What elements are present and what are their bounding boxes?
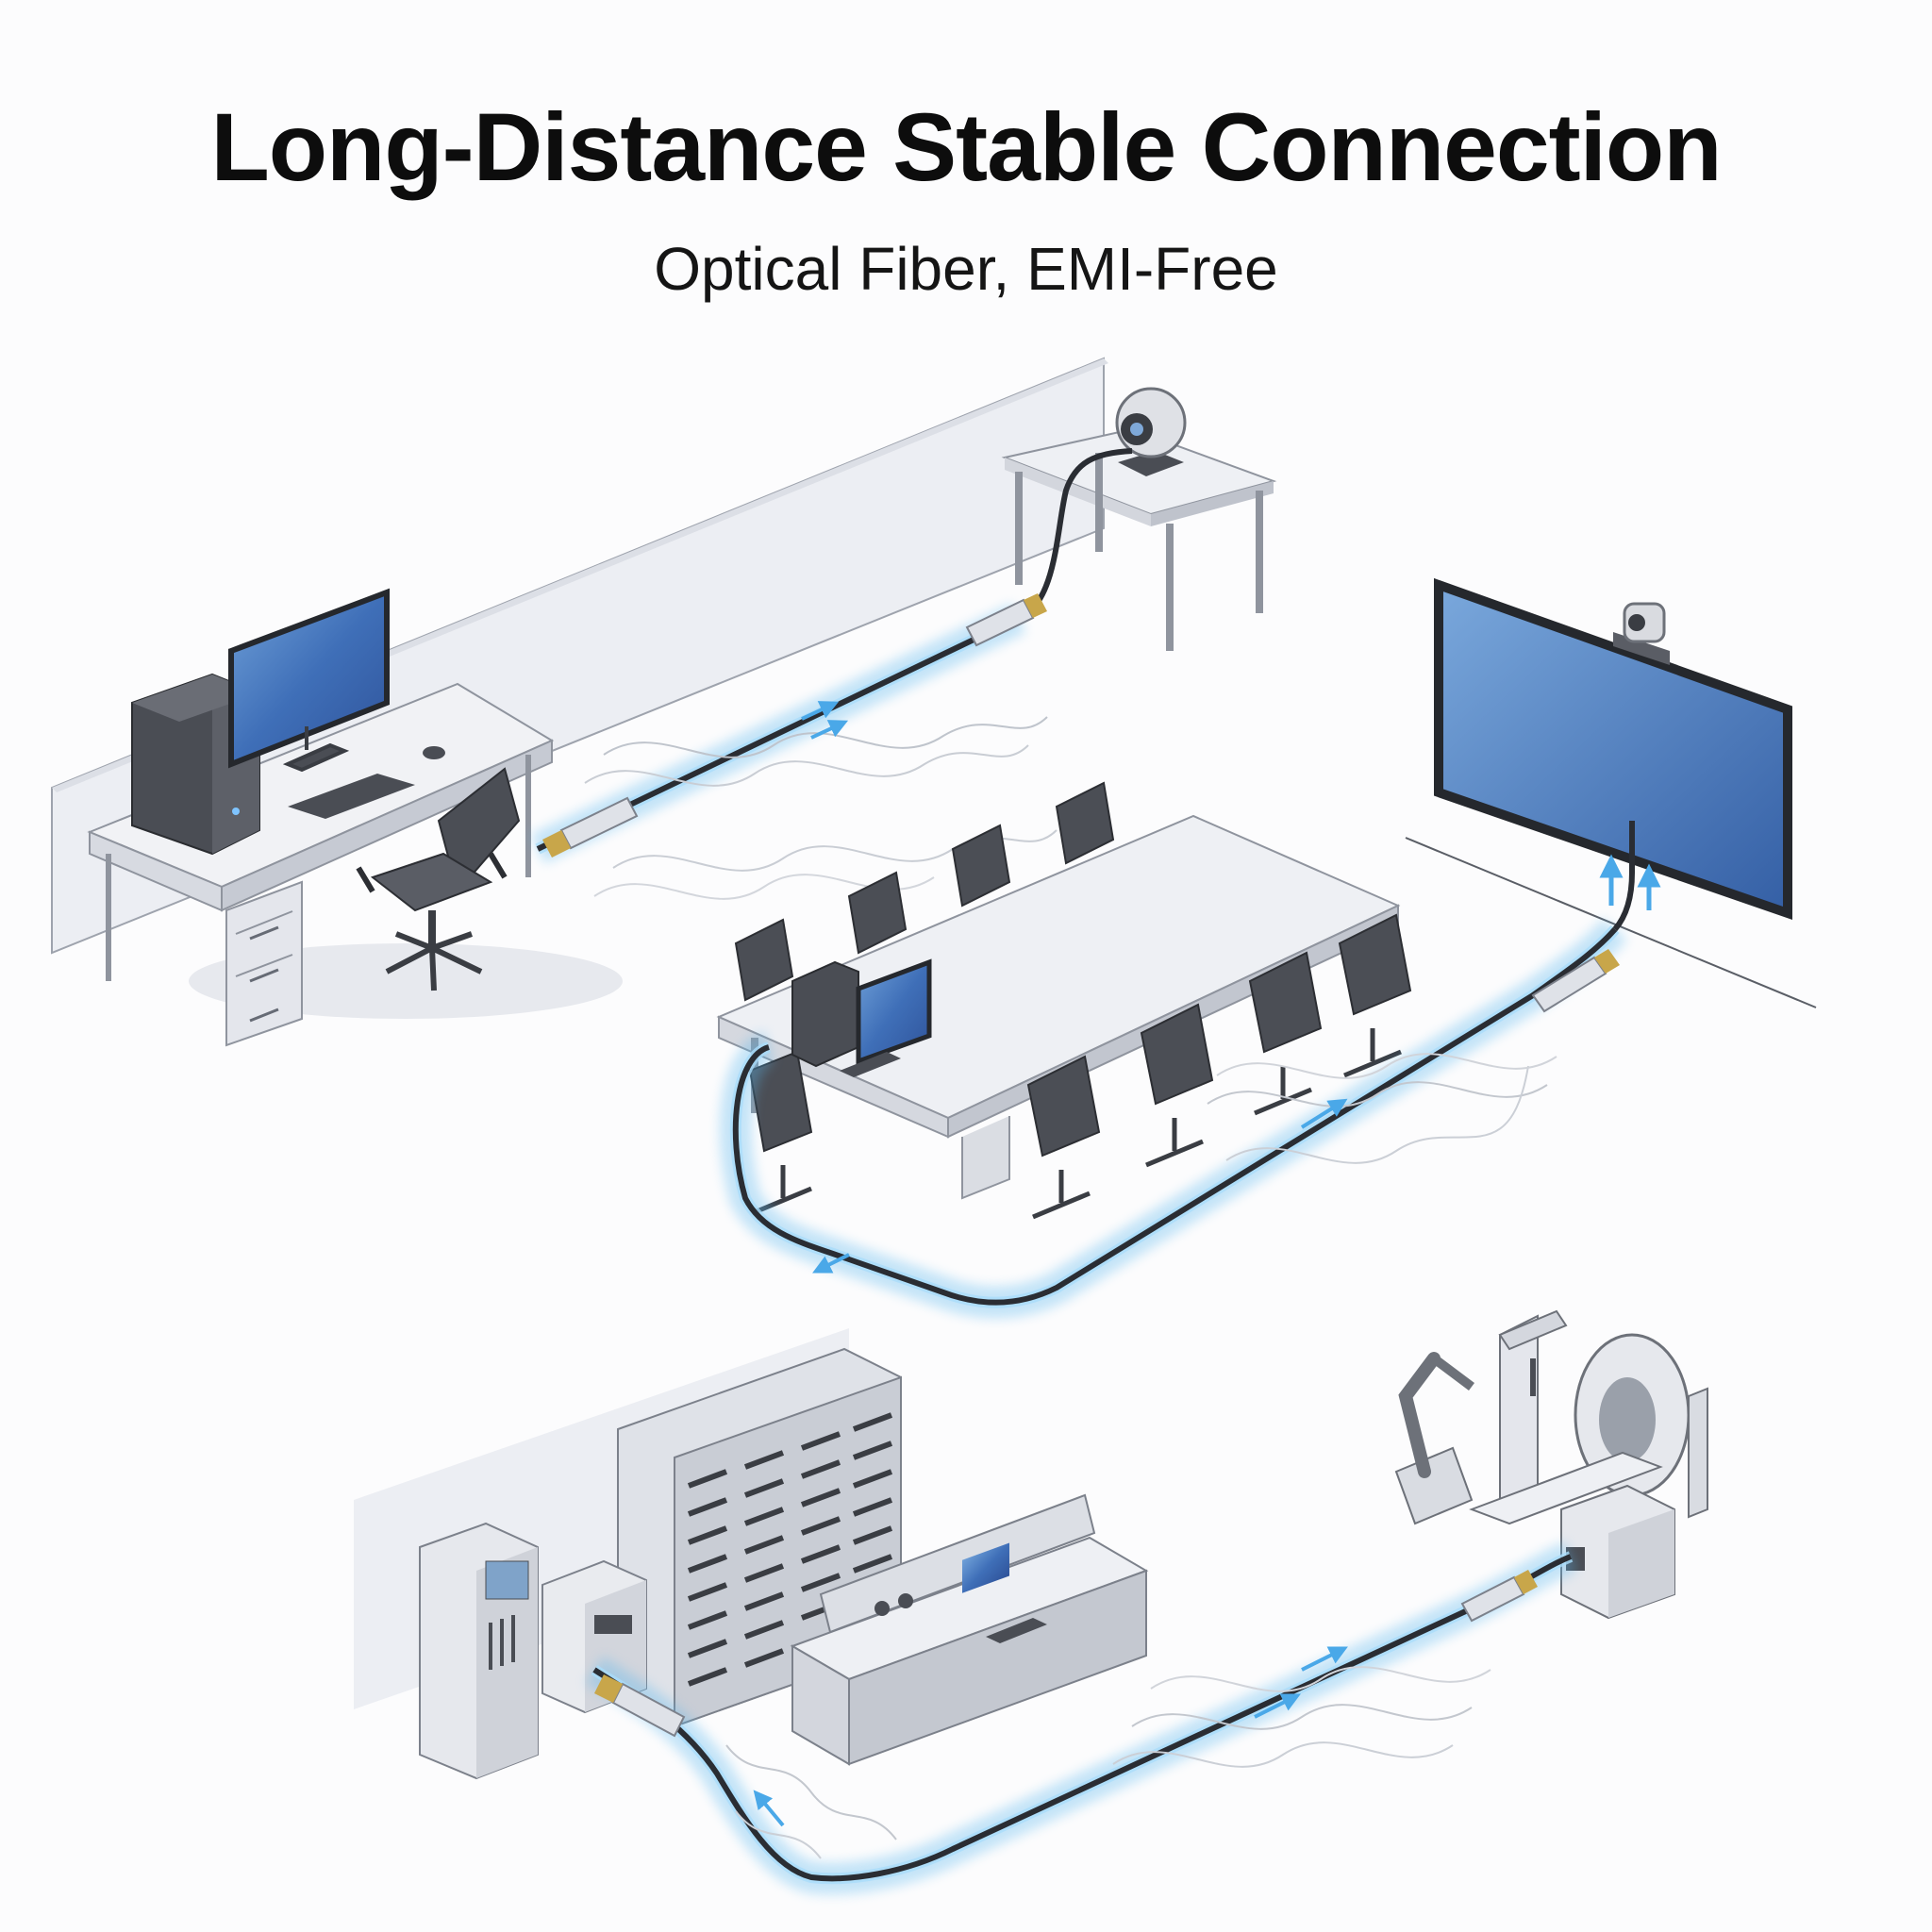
mouse-icon [423, 746, 445, 759]
monitor-icon [840, 958, 932, 1077]
robot-arm-icon [1394, 1352, 1474, 1525]
fiber-cable-conference [719, 821, 1635, 1319]
hdmi-connector-icon [1460, 1570, 1538, 1623]
monitor-icon [228, 588, 390, 773]
scene-control-room [354, 1309, 1708, 1895]
pc-tower-icon [791, 960, 859, 1068]
keyboard-icon [288, 774, 415, 819]
ct-scanner-icon [1469, 1333, 1708, 1525]
page-title: Long-Distance Stable Connection [210, 93, 1722, 201]
hdmi-connector-icon [542, 796, 639, 858]
hdmi-connector-icon [965, 593, 1047, 647]
chair-row-back [734, 781, 1115, 1002]
chair-row-front [748, 913, 1412, 1220]
fiber-cable-control [585, 1541, 1577, 1895]
hdmi-connector-icon [594, 1674, 686, 1738]
scene-conference [716, 577, 1817, 1319]
electrical-cabinet-icon [419, 1522, 539, 1780]
page-subtitle: Optical Fiber, EMI-Free [654, 235, 1278, 303]
control-console-icon [790, 1493, 1149, 1766]
scene-office [51, 357, 1277, 1047]
webcam-icon [1115, 387, 1187, 476]
workstation-box-icon [1560, 1484, 1675, 1620]
ptz-camera-icon [1613, 602, 1670, 665]
wall-display-icon [1434, 577, 1792, 921]
hdmi-connector-icon [1531, 949, 1620, 1013]
fiber-cable-office [530, 448, 1133, 900]
office-chair-icon [356, 767, 521, 991]
console-screen-icon [962, 1542, 1009, 1593]
